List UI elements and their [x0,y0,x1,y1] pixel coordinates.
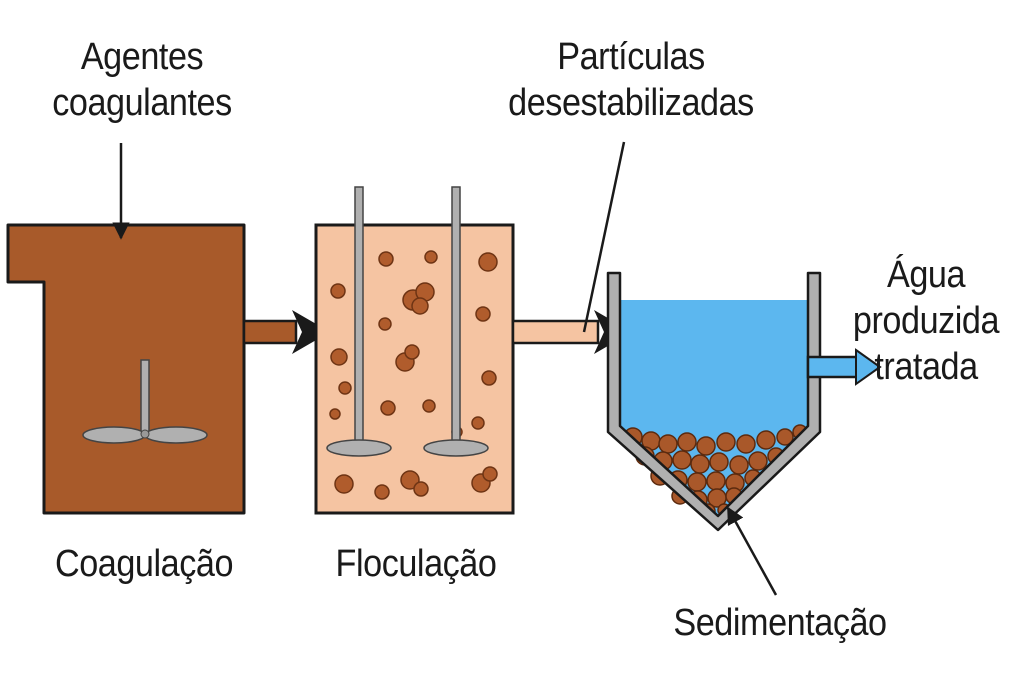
particles-pointer-line [582,141,626,333]
flow-arrow-1 [292,310,330,354]
flocculation-tank-body [314,223,515,515]
treated-water-line-1: Água [886,254,966,296]
flocculation-mixer-right [423,186,489,457]
treated-water-outlet [806,348,882,386]
sedimentation-label: Sedimentação [673,602,887,644]
pipe-coagulation-to-flocculation [242,310,330,354]
coagulant-agents-line-2: coagulantes [52,82,232,124]
coagulation-label: Coagulação [54,543,234,585]
destabilized-particles-label: Partículas desestabilizadas [483,34,780,126]
coagulation-mixer [82,359,208,444]
coagulant-agents-label: Agentes coagulantes [34,34,250,126]
flocculation-mixer-left [326,186,392,457]
coagulation-tank-body [6,223,246,515]
pipe-flocculation-to-sedimentation [511,310,632,354]
flocculation-label: Floculação [335,543,497,585]
destabilized-particles-line-1: Partículas [557,36,705,78]
coagulation-tank [6,223,246,515]
sedimentation-tank [606,271,822,532]
destabilized-particles-line-2: desestabilizadas [508,82,754,124]
outlet-arrow [855,348,882,386]
sedimentation-wall-outer [606,271,822,532]
treated-water-line-2: produzida [852,300,1000,342]
treated-water-line-3: tratada [874,346,978,388]
sediment-pointer-arrow [726,506,778,596]
treated-water-label: Água produzida tratada [838,252,1014,390]
coagulant-agents-line-1: Agentes [80,36,204,78]
flocculation-tank [314,186,515,515]
